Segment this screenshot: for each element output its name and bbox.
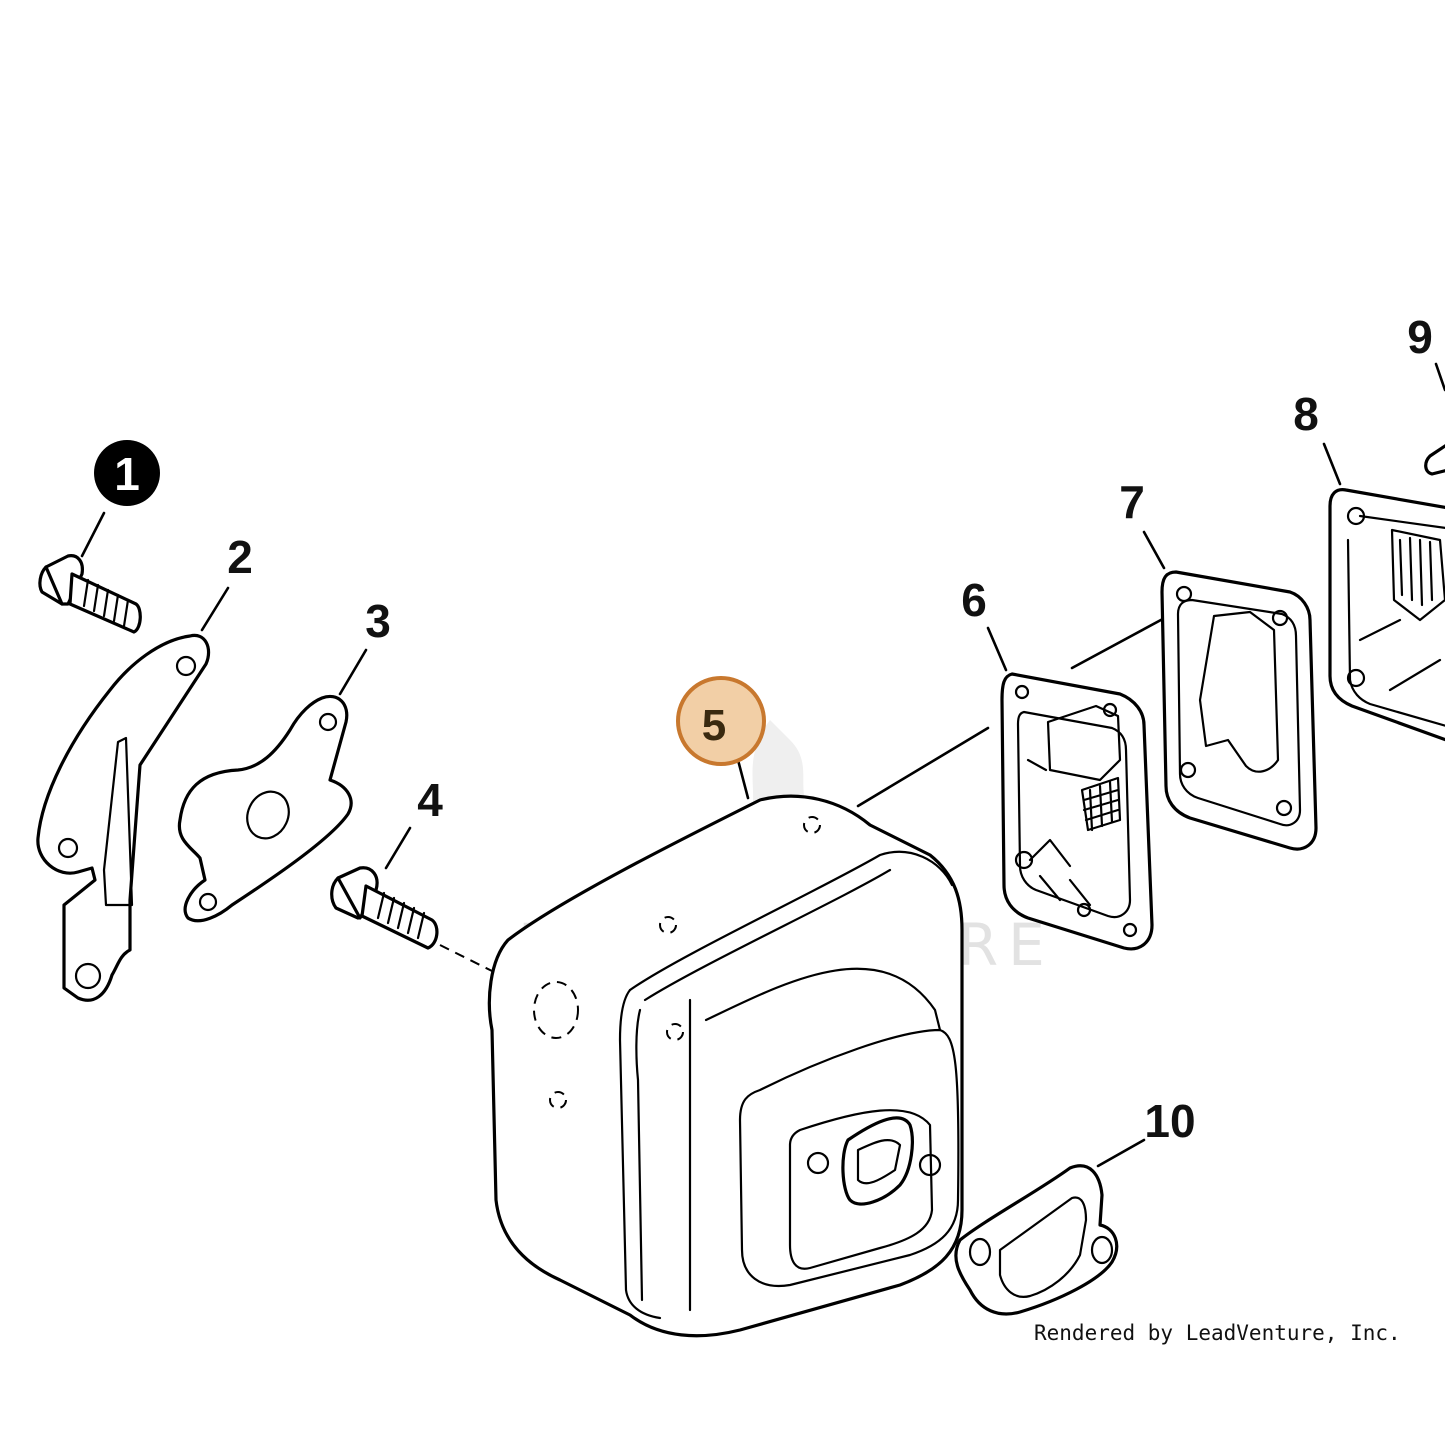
render-credit: Rendered by LeadVenture, Inc. [1034, 1321, 1401, 1345]
callout-4[interactable]: 4 [417, 774, 443, 826]
part-7-gasket[interactable] [1160, 570, 1318, 851]
callout-2[interactable]: 2 [227, 531, 253, 583]
callout-5[interactable]: 5 [676, 676, 766, 766]
callout-10[interactable]: 10 [1144, 1095, 1195, 1147]
leader-lines [80, 362, 1445, 1168]
callout-7-number: 7 [1119, 476, 1145, 528]
part-5-muffler[interactable] [487, 794, 964, 1338]
callout-7[interactable]: 7 [1119, 476, 1145, 528]
part-1-screw[interactable] [38, 554, 142, 634]
callout-2-number: 2 [227, 531, 253, 583]
callout-5-number: 5 [702, 701, 726, 750]
callout-5-highlight-badge [676, 676, 766, 766]
callout-9-number: 9 [1407, 311, 1433, 363]
callout-4-number: 4 [417, 774, 443, 826]
callout-3-number: 3 [365, 595, 391, 647]
part-3-gasket-plate[interactable] [177, 694, 353, 923]
part-9-fitting[interactable] [1424, 444, 1445, 476]
callout-3[interactable]: 3 [365, 595, 391, 647]
callout-9[interactable]: 9 [1407, 311, 1433, 363]
part-2-bracket-plate[interactable] [36, 633, 211, 1002]
callout-8[interactable]: 8 [1293, 388, 1319, 440]
part-8-plate[interactable] [1328, 488, 1445, 745]
part-6-gasket[interactable] [1000, 672, 1154, 951]
callout-1-badge [94, 440, 160, 506]
part-10-gasket[interactable] [954, 1164, 1119, 1316]
callout-1-number: 1 [114, 448, 140, 500]
part-4-screw[interactable] [330, 866, 439, 950]
callout-10-number: 10 [1144, 1095, 1195, 1147]
callout-1[interactable]: 1 [94, 440, 160, 506]
callout-6[interactable]: 6 [961, 574, 987, 626]
callout-8-number: 8 [1293, 388, 1319, 440]
callout-6-number: 6 [961, 574, 987, 626]
